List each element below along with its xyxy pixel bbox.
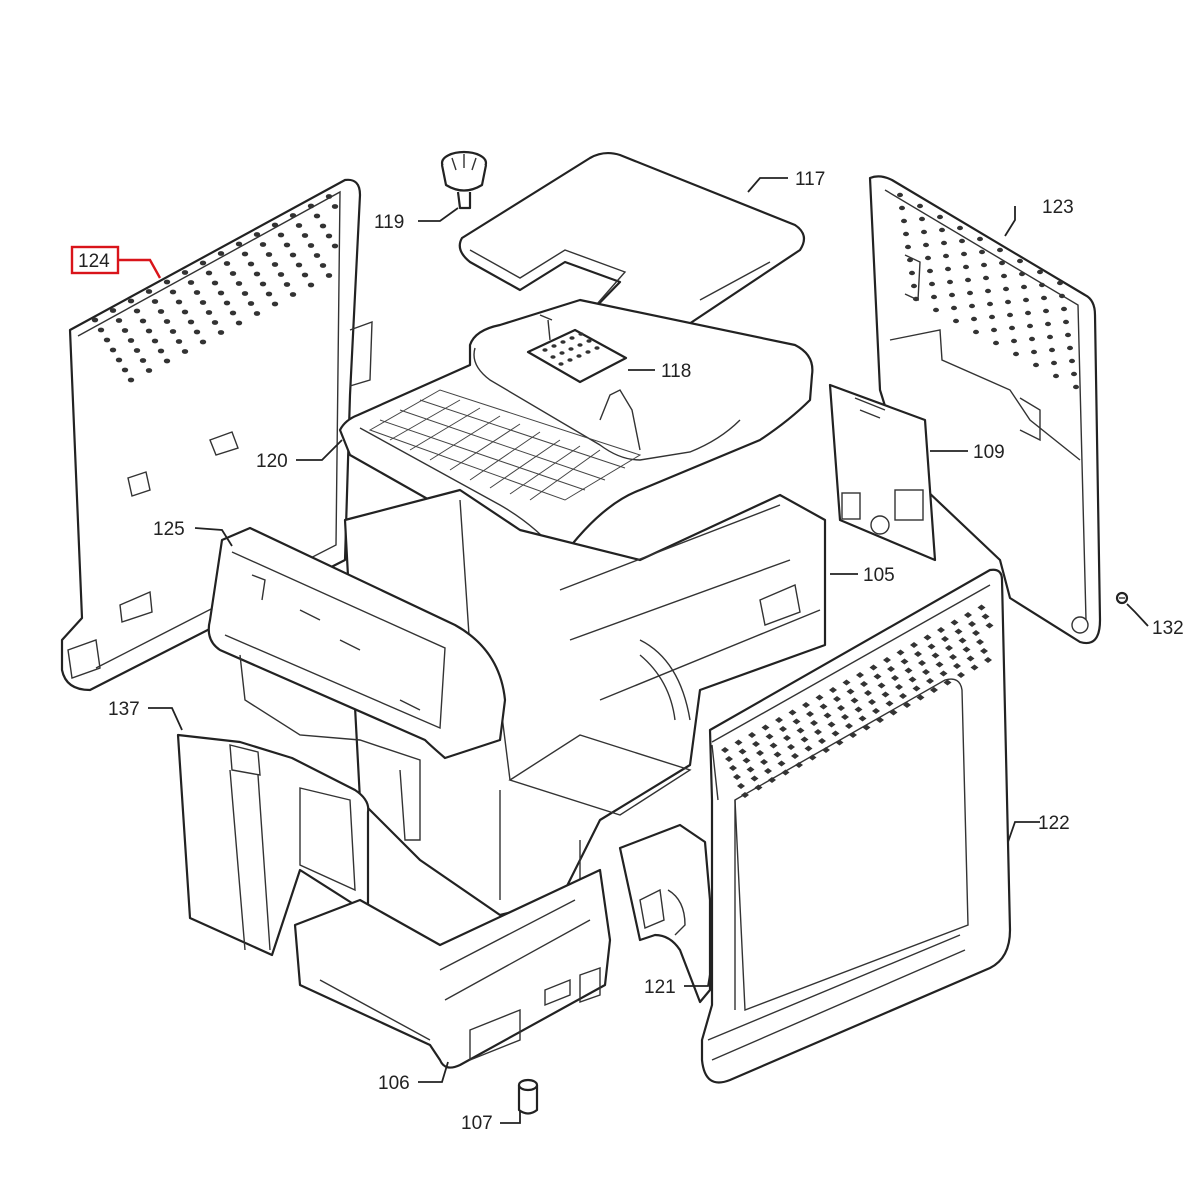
part-107-spacer[interactable] [517, 1078, 539, 1115]
callout-105[interactable]: 105 [863, 565, 895, 586]
part-106-base-tray[interactable] [293, 868, 612, 1069]
part-118-grille[interactable] [526, 314, 628, 384]
callout-132[interactable]: 132 [1152, 618, 1184, 639]
part-109-circuit-board[interactable] [828, 383, 937, 562]
callout-121[interactable]: 121 [644, 977, 676, 998]
part-137-door-panel[interactable] [176, 733, 370, 957]
callout-124[interactable]: 124 [78, 251, 110, 272]
callout-106[interactable]: 106 [378, 1073, 410, 1094]
callout-107[interactable]: 107 [461, 1113, 493, 1134]
callout-125[interactable]: 125 [153, 519, 185, 540]
part-119-knob[interactable] [440, 150, 488, 210]
part-132-screw[interactable] [1115, 591, 1129, 605]
callout-117[interactable]: 117 [795, 169, 825, 190]
part-122-front-panel[interactable] [700, 568, 1012, 1084]
callout-109[interactable]: 109 [973, 442, 1005, 463]
part-123-right-side-panel[interactable] [868, 175, 1102, 645]
vent-holes-123 [897, 192, 1079, 390]
highlight-124 [70, 245, 162, 279]
part-125-front-bezel[interactable] [207, 526, 507, 841]
vent-holes-124 [91, 194, 339, 383]
callout-120[interactable]: 120 [256, 451, 288, 472]
leader-lines [148, 177, 1149, 1124]
part-105-chassis[interactable] [343, 488, 827, 917]
vent-grid-120 [368, 389, 642, 501]
vent-grid-122 [721, 604, 994, 798]
callout-122[interactable]: 122 [1038, 813, 1070, 834]
part-121-front-inner-panel[interactable] [618, 823, 712, 1004]
callout-labels: 117 119 124 123 118 120 109 125 105 132 … [78, 169, 1184, 1134]
callout-137[interactable]: 137 [108, 699, 140, 720]
grille-holes-118 [542, 332, 600, 366]
callout-119[interactable]: 119 [374, 212, 404, 233]
callout-118[interactable]: 118 [661, 361, 691, 382]
callout-123[interactable]: 123 [1042, 197, 1074, 218]
